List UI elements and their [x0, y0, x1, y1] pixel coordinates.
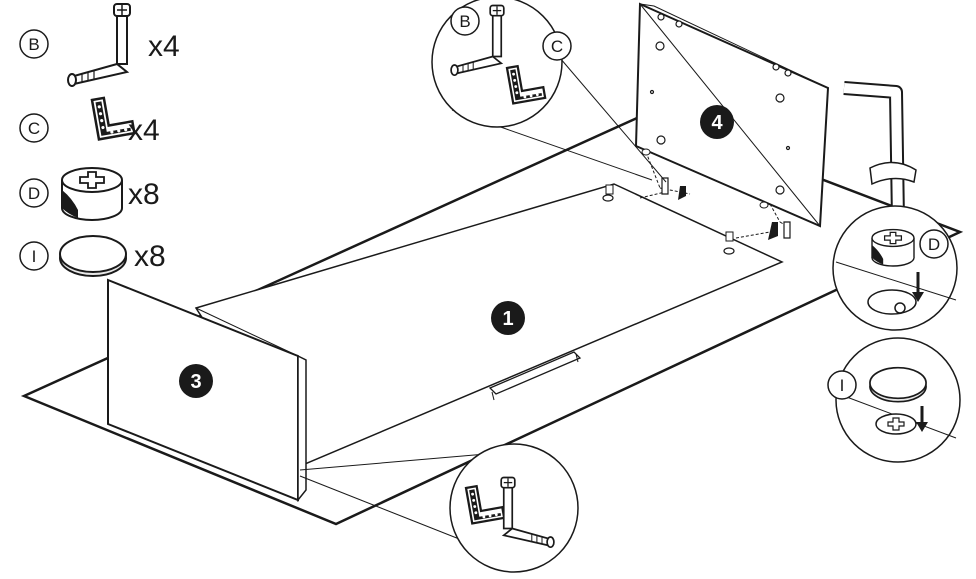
cam-detail-arrow-down-icon [912, 272, 924, 302]
top-detail-b-letter: B [459, 12, 470, 31]
cam-detail-d-circle [919, 229, 949, 259]
panel-1: 1 [194, 183, 784, 468]
cam-detail-callout: D [832, 81, 958, 331]
cap-detail-hole-icon [875, 413, 917, 435]
top-detail-callout: B C [431, 0, 667, 183]
part-i-letter: I [32, 247, 37, 266]
cam-detail-cam-lock-icon [871, 228, 915, 267]
cam-bolt-icon [67, 3, 131, 87]
panel-3-edge [297, 354, 307, 503]
part-i-quantity: x8 [134, 240, 166, 273]
allen-key-icon [843, 81, 917, 221]
cap-detail-arrow-down-icon [916, 406, 928, 432]
part-b-row: B x4 [19, 3, 180, 87]
top-detail-c-circle [542, 31, 572, 61]
panel-1-groove [488, 351, 582, 401]
cap-detail-cover-cap-icon [869, 366, 927, 403]
cover-cap-icon [59, 235, 127, 277]
cap-detail-i-circle [827, 370, 857, 400]
panel-3-badge [179, 364, 213, 398]
part-d-row: D x8 [19, 167, 160, 221]
panel-4-fittings [641, 148, 791, 240]
panel-4-badge [700, 105, 734, 139]
part-b-letter: B [28, 35, 39, 54]
parts-legend: B x4 C x4 D x8 I x8 [19, 3, 180, 277]
part-i-letter-circle [19, 241, 49, 271]
part-c-quantity: x4 [128, 114, 160, 147]
cap-detail-callout: I [827, 337, 961, 463]
bottom-detail-callout [299, 443, 579, 573]
top-detail-b-circle [450, 6, 480, 36]
part-d-letter-circle [19, 178, 49, 208]
cam-detail-d-letter: D [928, 235, 940, 254]
panel-1-badge [491, 301, 525, 335]
panel-1-holes [602, 184, 735, 255]
panel-3: 3 [107, 278, 307, 503]
panel-3-number: 3 [190, 371, 201, 393]
panel-4-edge [638, 3, 829, 228]
part-d-letter: D [28, 184, 40, 203]
panel-4-number: 4 [711, 112, 723, 134]
part-i-row: I x8 [19, 235, 166, 277]
part-d-quantity: x8 [128, 178, 160, 211]
part-b-quantity: x4 [148, 30, 180, 63]
top-detail-c-letter: C [551, 37, 563, 56]
panel-4: 4 [634, 2, 830, 240]
cam-lock-icon [61, 167, 123, 221]
part-c-row: C x4 [19, 92, 160, 147]
part-b-letter-circle [19, 29, 49, 59]
part-c-letter: C [28, 119, 40, 138]
part-c-letter-circle [19, 113, 49, 143]
panel-4-holes [649, 13, 792, 195]
panel-1-number: 1 [502, 308, 513, 330]
cap-detail-i-letter: I [840, 376, 845, 395]
cam-detail-hole-icon [867, 289, 917, 315]
panel-1-edge [195, 307, 299, 357]
